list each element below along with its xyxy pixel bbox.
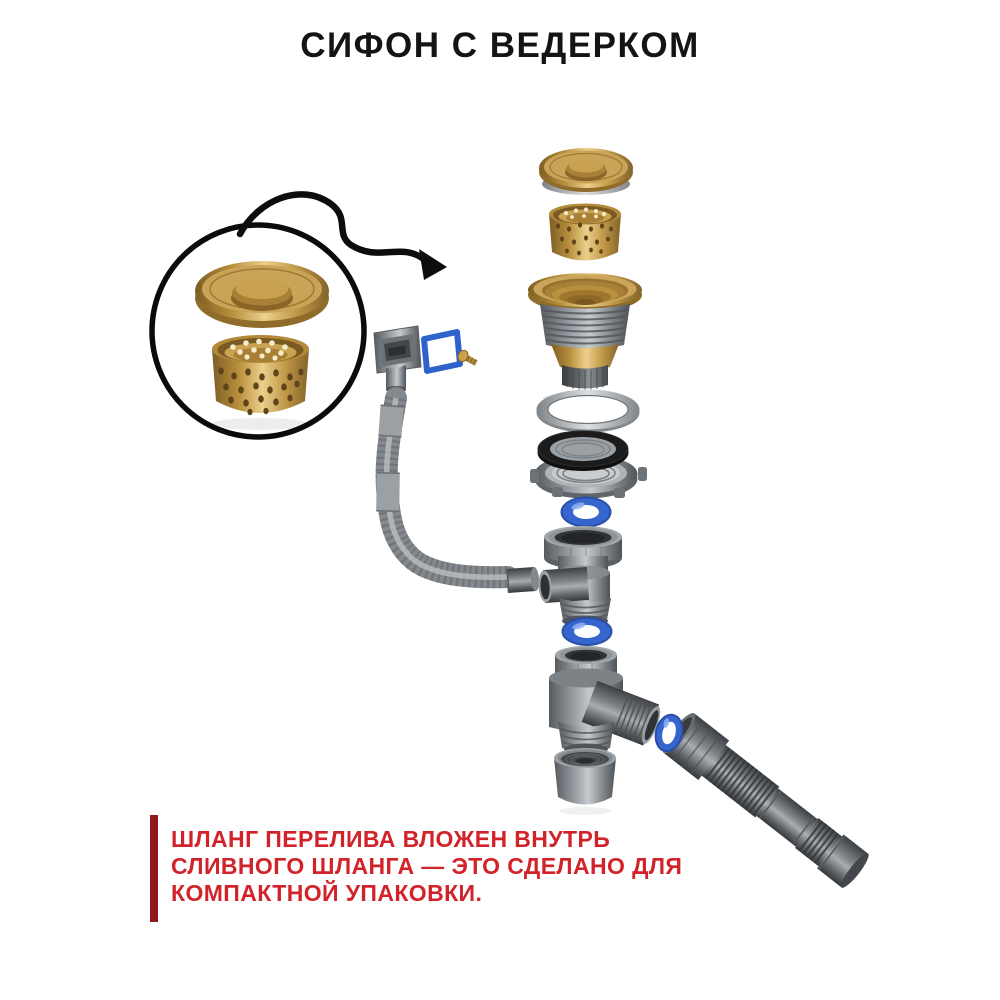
blue-square-gasket (421, 329, 463, 374)
annotation-line-1: ШЛАНГ ПЕРЕЛИВА ВЛОЖЕН ВНУТРЬ (171, 826, 611, 852)
overflow-spigot (373, 325, 422, 393)
annotation-bar (150, 815, 158, 922)
sediment-cup (554, 748, 616, 815)
inset-brass-cap (195, 261, 329, 328)
overflow-corrugated-hose (375, 387, 519, 589)
brass-cap (539, 148, 633, 195)
tee-branch-body (538, 526, 622, 627)
blue-o-ring-middle (561, 617, 613, 646)
black-rubber-gasket (537, 430, 629, 471)
overflow-hose-cuff (506, 567, 540, 593)
annotation-text: ШЛАНГ ПЕРЕЛИВА ВЛОЖЕН ВНУТРЬ СЛИВНОГО ШЛ… (171, 815, 682, 922)
brass-drain-bowl (528, 273, 642, 403)
siphon-body (549, 646, 661, 755)
page-title: СИФОН С ВЕДЕРКОМ (300, 26, 700, 65)
inset-brass-basket (212, 335, 309, 430)
metal-friction-washer (536, 389, 640, 433)
curved-arrow (236, 191, 447, 280)
annotation: ШЛАНГ ПЕРЕЛИВА ВЛОЖЕН ВНУТРЬ СЛИВНОГО ШЛ… (150, 815, 682, 922)
annotation-line-2: СЛИВНОГО ШЛАНГА — ЭТО СДЕЛАНО ДЛЯ (171, 853, 683, 879)
annotation-line-3: КОМПАКТНОЙ УПАКОВКИ. (171, 880, 483, 906)
drain-corrugated-hose (662, 713, 869, 889)
blue-o-ring-outlet (654, 713, 684, 753)
blue-o-ring-top (560, 496, 612, 528)
brass-screw (457, 349, 478, 366)
brass-basket (549, 203, 621, 261)
